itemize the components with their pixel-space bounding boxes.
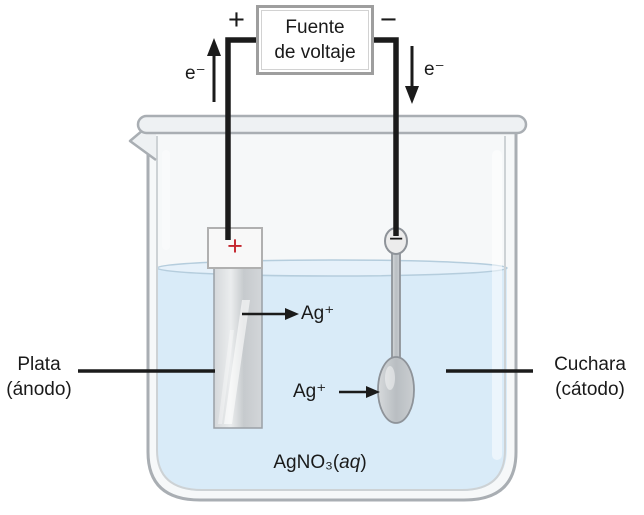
spoon-handle bbox=[391, 249, 401, 365]
cathode-role: (cátodo) bbox=[555, 379, 625, 400]
solution-close: ) bbox=[360, 452, 367, 473]
cathode-name: Cuchara bbox=[554, 354, 626, 375]
voltage-source: Fuente de voltaje bbox=[256, 5, 374, 75]
solution-aq: aq bbox=[339, 452, 361, 473]
solution-formula: AgNO₃( bbox=[273, 452, 340, 473]
spoon-bowl bbox=[377, 356, 415, 424]
cathode-minus-sign: − bbox=[388, 225, 404, 253]
anode-plate-sheen bbox=[224, 300, 250, 424]
electron-arrowhead-right bbox=[405, 86, 419, 104]
beaker-inner-wall bbox=[156, 136, 506, 491]
silver-ion-lower: Ag⁺ bbox=[293, 381, 327, 402]
ion-arrowhead-upper bbox=[285, 308, 299, 320]
anode-plate-sheen-2 bbox=[218, 330, 234, 424]
beaker-rim bbox=[136, 114, 528, 135]
beaker-outline bbox=[146, 133, 518, 502]
cathode-side-label: Cuchara (cátodo) bbox=[536, 352, 644, 402]
plus-terminal-sign: + bbox=[228, 4, 245, 36]
minus-terminal-sign: − bbox=[380, 4, 397, 36]
voltage-source-label-line2: de voltaje bbox=[274, 42, 356, 63]
anode-side-label: Plata (ánodo) bbox=[0, 352, 78, 402]
anode-terminal-box bbox=[207, 227, 263, 269]
electron-label-right: e⁻ bbox=[424, 59, 445, 80]
glass-highlight-right bbox=[492, 150, 502, 460]
electron-label-left: e⁻ bbox=[185, 63, 206, 84]
anode-plus-sign: + bbox=[227, 231, 243, 261]
anode-role: (ánodo) bbox=[6, 379, 72, 400]
glass-highlight-left bbox=[162, 150, 170, 250]
voltage-source-label-line1: Fuente bbox=[285, 17, 345, 38]
silver-ion-upper: Ag⁺ bbox=[301, 303, 335, 324]
anode-name: Plata bbox=[17, 354, 61, 375]
ion-arrowhead-lower bbox=[366, 386, 380, 398]
solution-label: AgNO₃(aq) bbox=[245, 452, 395, 474]
spoon-bowl-highlight bbox=[385, 366, 395, 390]
electron-arrowhead-left bbox=[207, 38, 221, 56]
